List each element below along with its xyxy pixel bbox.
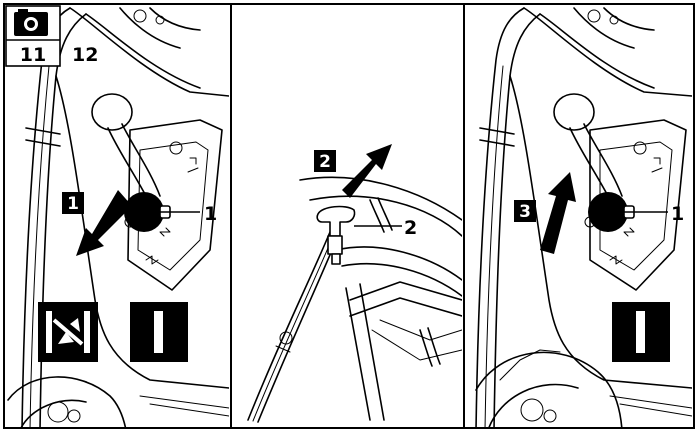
step-number: 2 [319, 152, 331, 172]
brake-released-symbol [612, 302, 670, 362]
callout-label: 1 [204, 203, 217, 225]
step-badge-3: 3 [514, 200, 536, 222]
pull-direction-arrow [76, 190, 132, 256]
figure-number: 11 [20, 44, 46, 66]
step-badge-2: 2 [314, 150, 336, 172]
push-direction-arrow [540, 172, 576, 254]
step-badge-1: 1 [62, 192, 84, 214]
camera-icon [5, 5, 61, 67]
panel-3-drawing [475, 7, 692, 428]
figure-frame [3, 3, 695, 429]
brake-engaged-symbol [38, 302, 98, 362]
callout-label: 1 [671, 203, 684, 225]
callout-label: 2 [404, 217, 417, 239]
figure-number: 12 [72, 44, 98, 66]
brake-released-symbol [130, 302, 188, 362]
pull-direction-arrow [342, 144, 392, 198]
step-number: 3 [519, 202, 531, 222]
step-number: 1 [67, 194, 79, 214]
panel-2-drawing [247, 176, 462, 423]
